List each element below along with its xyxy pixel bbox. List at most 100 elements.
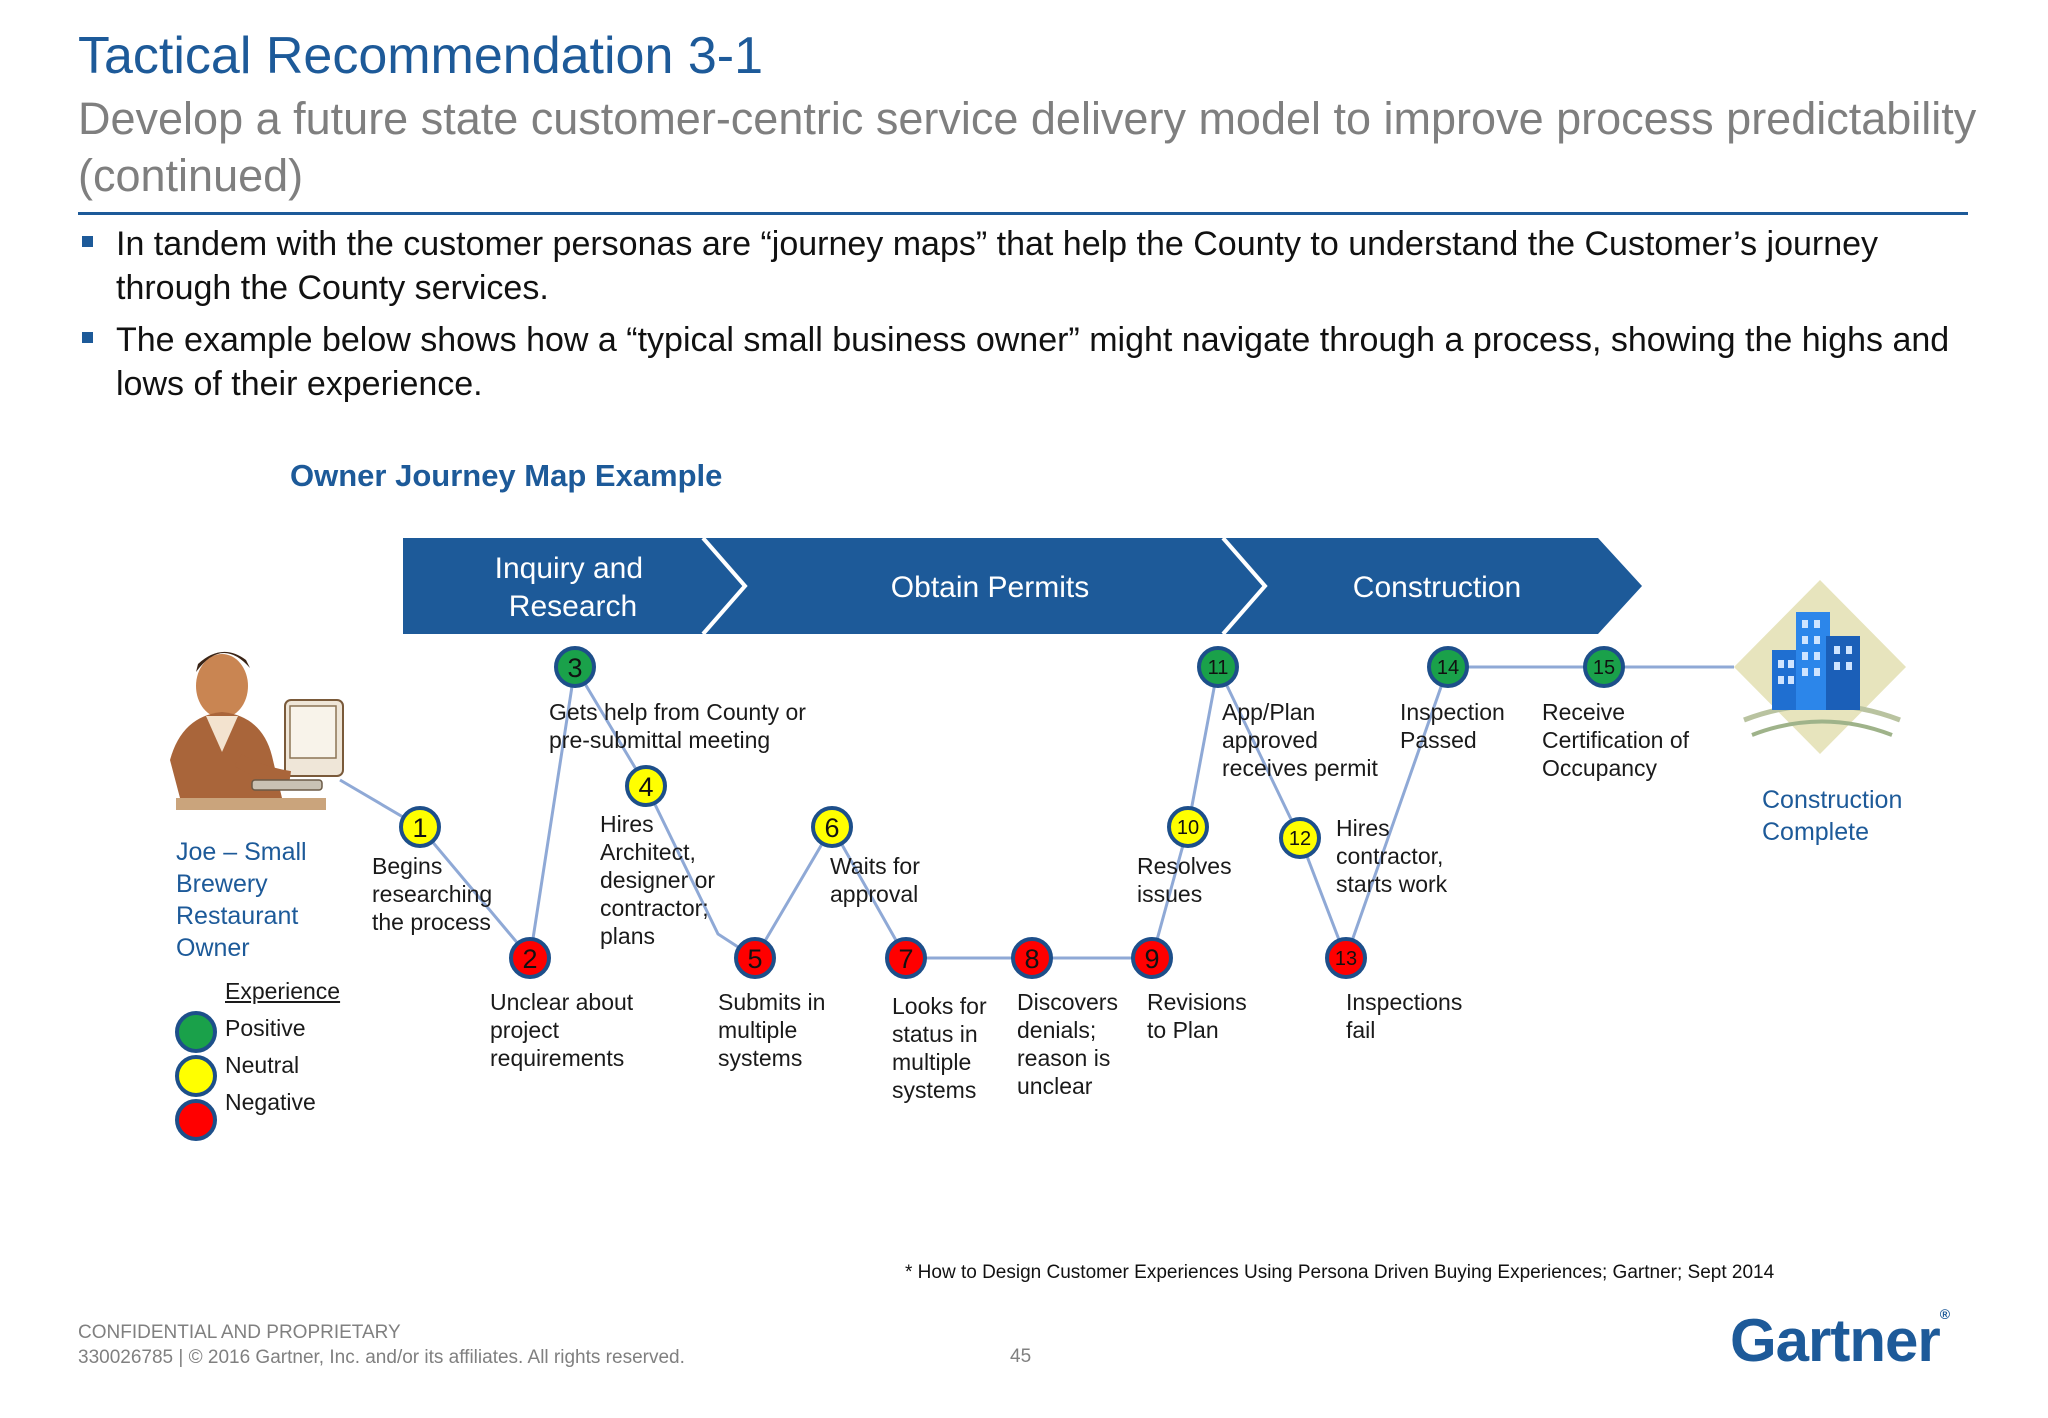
step-marker-5: 5 — [734, 937, 776, 979]
phase-chevron-inquiry — [403, 538, 745, 634]
step-label-4: Hires Architect, designer or contractor;… — [600, 811, 716, 949]
step-circle — [1583, 646, 1625, 688]
step-marker-10: 10 — [1167, 806, 1209, 848]
step-number: 14 — [1437, 657, 1459, 679]
step-number: 10 — [1177, 817, 1199, 839]
phase-chevron-permits — [703, 538, 1265, 634]
gartner-logo: Gartner® — [1730, 1306, 1950, 1374]
step-circle — [1279, 817, 1321, 859]
office-building-icon — [1734, 580, 1906, 754]
step-circle — [399, 806, 441, 848]
step-circle — [885, 937, 927, 979]
step-label-12: Hires contractor, starts work — [1336, 815, 1448, 897]
endpoint-label: Construction Complete — [1762, 786, 1903, 846]
step-label-7: Looks for status in multiple systems — [892, 993, 987, 1103]
step-circle — [1197, 646, 1239, 688]
step-number: 4 — [638, 772, 653, 802]
step-number: 15 — [1593, 657, 1615, 679]
page-number: 45 — [1010, 1346, 1032, 1367]
step-number: 8 — [1024, 944, 1039, 974]
step-circle — [1011, 937, 1053, 979]
step-circle — [509, 937, 551, 979]
bullet-item: In tandem with the customer personas are… — [78, 222, 1958, 310]
step-label-1: Begins researching the process — [372, 853, 493, 935]
phase-label: Inquiry and Research — [495, 552, 652, 623]
journey-map-title: Owner Journey Map Example — [290, 458, 723, 493]
step-number: 3 — [567, 653, 582, 683]
step-number: 12 — [1289, 828, 1311, 850]
step-marker-2: 2 — [509, 937, 551, 979]
bullet-item: The example below shows how a “typical s… — [78, 318, 1958, 406]
step-label-9: Revisions to Plan — [1147, 989, 1247, 1043]
step-marker-11: 11 — [1197, 646, 1239, 688]
slide-subtitle: Develop a future state customer-centric … — [78, 93, 1977, 201]
slide-title: Tactical Recommendation 3-1 — [78, 27, 763, 85]
chevron-divider — [701, 536, 748, 636]
step-number: 2 — [522, 944, 537, 974]
step-marker-3: 3 — [554, 646, 596, 688]
confidential-text: CONFIDENTIAL AND PROPRIETARY — [78, 1322, 401, 1343]
step-marker-14: 14 — [1427, 646, 1469, 688]
legend-swatch-positive — [175, 1011, 217, 1053]
logo-text: Gartner — [1730, 1307, 1941, 1374]
step-label-2: Unclear about project requirements — [490, 989, 634, 1071]
legend-title: Experience — [225, 978, 341, 1004]
step-label-5: Submits in multiple systems — [718, 989, 826, 1071]
step-number: 5 — [747, 944, 762, 974]
step-label-10: Resolves issues — [1137, 853, 1232, 907]
legend-swatch-negative — [175, 1099, 217, 1141]
step-circle — [1427, 646, 1469, 688]
footnote: * How to Design Customer Experiences Usi… — [905, 1262, 1775, 1283]
step-marker-15: 15 — [1583, 646, 1625, 688]
step-circle — [1131, 937, 1173, 979]
footer-confidential: CONFIDENTIAL AND PROPRIETARY 330026785 |… — [78, 1320, 685, 1370]
journey-path-line — [339, 662, 1734, 963]
step-label-13: Inspections fail — [1346, 989, 1463, 1043]
step-circle — [554, 646, 596, 688]
step-circle — [1325, 937, 1367, 979]
step-number: 1 — [412, 813, 427, 843]
bullet-text: The example below shows how a “typical s… — [116, 321, 1950, 403]
title-divider — [78, 212, 1968, 215]
step-number: 11 — [1208, 657, 1229, 679]
bullet-text: In tandem with the customer personas are… — [116, 225, 1879, 307]
step-number: 6 — [824, 813, 839, 843]
step-marker-12: 12 — [1279, 817, 1321, 859]
phase-label: Construction — [1353, 571, 1521, 604]
step-label-6: Waits for approval — [830, 853, 920, 907]
step-circle — [625, 765, 667, 807]
step-marker-13: 13 — [1325, 937, 1367, 979]
chevron-divider — [1221, 536, 1268, 636]
legend-label-neutral: Neutral — [225, 1052, 300, 1078]
legend-swatches — [175, 1011, 217, 1141]
step-marker-1: 1 — [399, 806, 441, 848]
step-number: 13 — [1335, 948, 1357, 970]
bullet-list: In tandem with the customer personas are… — [78, 222, 1958, 414]
step-circle — [1167, 806, 1209, 848]
step-label-8: Discovers denials; reason is unclear — [1017, 989, 1118, 1099]
step-number: 7 — [898, 944, 913, 974]
step-circle — [734, 937, 776, 979]
step-label-14: Inspection Passed — [1400, 699, 1505, 753]
step-marker-9: 9 — [1131, 937, 1173, 979]
phase-banner: Inquiry and Research Obtain Permits Cons… — [403, 536, 1642, 636]
step-marker-4: 4 — [625, 765, 667, 807]
step-label-3: Gets help from County or pre-submittal m… — [549, 699, 806, 753]
step-marker-7: 7 — [885, 937, 927, 979]
step-number: 9 — [1144, 944, 1159, 974]
legend-swatch-neutral — [175, 1055, 217, 1097]
step-label-15: Receive Certification of Occupancy — [1542, 699, 1690, 781]
step-marker-6: 6 — [811, 806, 853, 848]
phase-chevron-construction — [1223, 538, 1642, 634]
copyright-text: 330026785 | © 2016 Gartner, Inc. and/or … — [78, 1347, 685, 1368]
phase-label: Obtain Permits — [891, 571, 1089, 604]
persona-name: Joe – Small Brewery Restaurant Owner — [176, 838, 307, 962]
legend-label-positive: Positive — [225, 1015, 306, 1041]
legend-label-negative: Negative — [225, 1089, 316, 1115]
step-marker-8: 8 — [1011, 937, 1053, 979]
square-bullet-icon — [82, 332, 93, 343]
business-person-at-computer-icon — [170, 651, 344, 810]
square-bullet-icon — [82, 236, 93, 247]
